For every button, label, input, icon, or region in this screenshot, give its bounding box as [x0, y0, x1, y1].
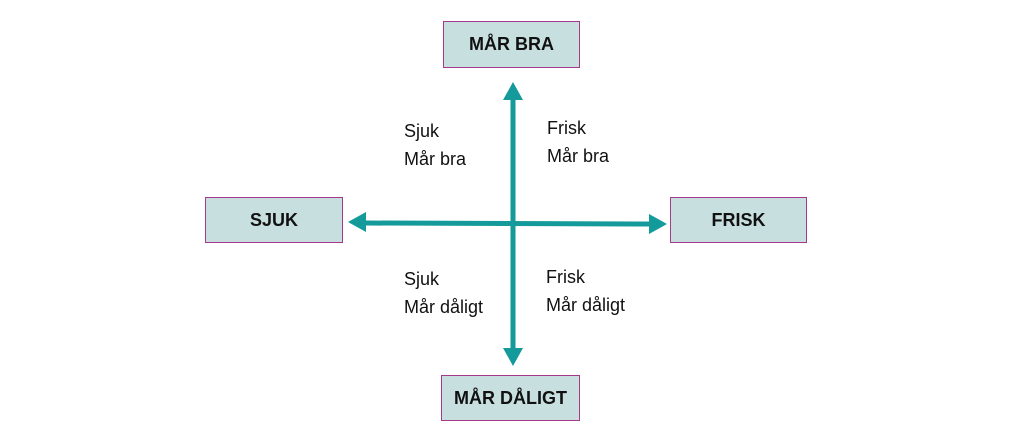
quadrant-top-left: Sjuk Mår bra: [404, 117, 466, 173]
arrow-left-icon: [348, 212, 366, 232]
quadrant-line: Sjuk: [404, 269, 440, 289]
box-mar-daligt: MÅR DÅLIGT: [441, 375, 580, 421]
quadrant-line: Mår bra: [404, 149, 467, 169]
box-mar-bra: MÅR BRA: [443, 21, 580, 68]
box-frisk: FRISK: [670, 197, 807, 243]
quadrant-line: Mår bra: [547, 146, 610, 166]
quadrant-line: Frisk: [546, 267, 585, 287]
quadrant-bottom-left: Sjuk Mår dåligt: [404, 265, 483, 321]
quadrant-line: Mår dåligt: [404, 297, 484, 317]
quadrant-line: Sjuk: [404, 121, 440, 141]
quadrant-line: Frisk: [547, 118, 586, 138]
quadrant-bottom-right: Frisk Mår dåligt: [546, 263, 625, 319]
horizontal-axis: [363, 220, 651, 227]
box-sjuk: SJUK: [205, 197, 343, 243]
arrow-right-icon: [649, 214, 667, 234]
arrow-up-icon: [503, 82, 523, 100]
arrow-down-icon: [503, 348, 523, 366]
quadrant-top-right: Frisk Mår bra: [547, 114, 609, 170]
quadrant-line: Mår dåligt: [546, 295, 626, 315]
